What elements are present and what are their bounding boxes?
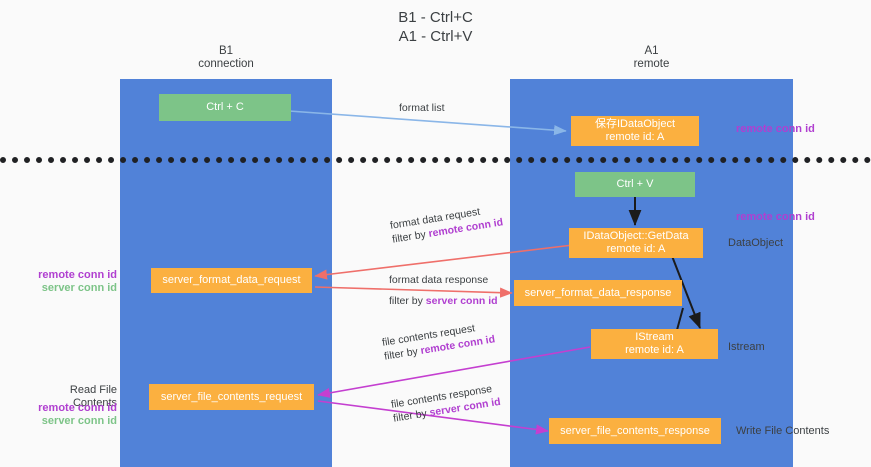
lane-header-a1: A1 remote [510, 45, 793, 71]
connector-format-data-response [314, 286, 513, 298]
phase-divider [0, 157, 871, 163]
node-idataobject-getdata[interactable]: IDataObject::GetData remote id: A [569, 228, 703, 258]
node-istream-line2: remote id: A [625, 344, 684, 356]
connector-format-data-request [314, 244, 574, 280]
annotation-dataobject: DataObject [728, 237, 784, 249]
node-save-dataobject[interactable]: 保存IDataObject remote id: A [571, 116, 699, 146]
diagram-title: B1 - Ctrl+C A1 - Ctrl+V [0, 8, 871, 46]
annotation-conn-ids-bottom-server: server conn id [41, 415, 117, 427]
edge-label-format-list: format list [399, 101, 445, 115]
edge-label-format-data-response-filter: filter by server conn id [389, 294, 498, 308]
annotation-conn-ids-mid: remote conn id server conn id [23, 269, 117, 295]
annotation-conn-ids-mid-remote: remote conn id [38, 269, 117, 281]
edge-label-format-list-text: format list [399, 102, 445, 114]
connector-response-to-istream [676, 307, 684, 331]
connector-file-contents-response [317, 400, 549, 435]
lane-header-a1-role: remote [633, 58, 670, 70]
annotation-conn-ids-mid-server: server conn id [41, 282, 117, 294]
edge-label-format-data-response: format data response filter by server co… [389, 273, 498, 308]
lane-header-a1-name: A1 [644, 45, 659, 57]
node-server-format-data-response-label: server_format_data_response [524, 286, 672, 299]
node-server-file-contents-request-label: server_file_contents_request [160, 390, 303, 403]
lane-header-b1-name: B1 [218, 45, 234, 57]
node-ctrl-c[interactable]: Ctrl + C [159, 94, 291, 121]
node-server-file-contents-request[interactable]: server_file_contents_request [149, 384, 314, 410]
node-ctrl-c-label: Ctrl + C [206, 101, 244, 113]
node-save-dataobject-line1: 保存IDataObject [594, 118, 676, 130]
filter-prefix: filter by [389, 295, 426, 307]
node-save-dataobject-line2: remote id: A [605, 131, 665, 143]
diagram-title-line1: B1 - Ctrl+C [398, 9, 473, 26]
node-server-file-contents-response[interactable]: server_file_contents_response [549, 418, 721, 444]
lane-header-b1-role: connection [198, 58, 254, 70]
connector-file-contents-request [317, 346, 591, 398]
node-istream-line1: IStream [635, 331, 674, 343]
annotation-conn-ids-bottom: remote conn id server conn id [23, 402, 117, 428]
connector-getdata-to-istream [671, 255, 701, 329]
annotation-istream: Istream [728, 341, 765, 353]
node-ctrl-v[interactable]: Ctrl + V [575, 172, 695, 197]
node-server-format-data-request[interactable]: server_format_data_request [151, 268, 312, 293]
node-server-format-data-request-label: server_format_data_request [162, 274, 301, 286]
annotation-write-file-contents: Write File Contents [736, 425, 830, 437]
node-istream[interactable]: IStream remote id: A [591, 329, 718, 359]
annotation-remote-conn-id-top: remote conn id [736, 123, 815, 135]
lane-header-b1: B1 connection [120, 45, 332, 71]
node-idataobject-getdata-line2: remote id: A [606, 243, 666, 255]
edge-label-format-data-response-line1: format data response [389, 274, 489, 286]
node-server-format-data-response[interactable]: server_format_data_response [514, 280, 682, 306]
annotation-read-file-contents: Read File Contents [69, 384, 117, 409]
node-server-file-contents-response-label: server_file_contents_response [560, 424, 710, 437]
connector-format-list [274, 109, 567, 136]
node-idataobject-getdata-line1: IDataObject::GetData [583, 230, 689, 242]
annotation-conn-ids-bottom-remote: remote conn id [38, 402, 117, 414]
filter-key-server-conn-id: server conn id [425, 295, 498, 307]
annotation-remote-conn-id-mid: remote conn id [736, 211, 815, 223]
node-ctrl-v-label: Ctrl + V [616, 178, 654, 190]
diagram-title-line2: A1 - Ctrl+V [398, 28, 473, 45]
